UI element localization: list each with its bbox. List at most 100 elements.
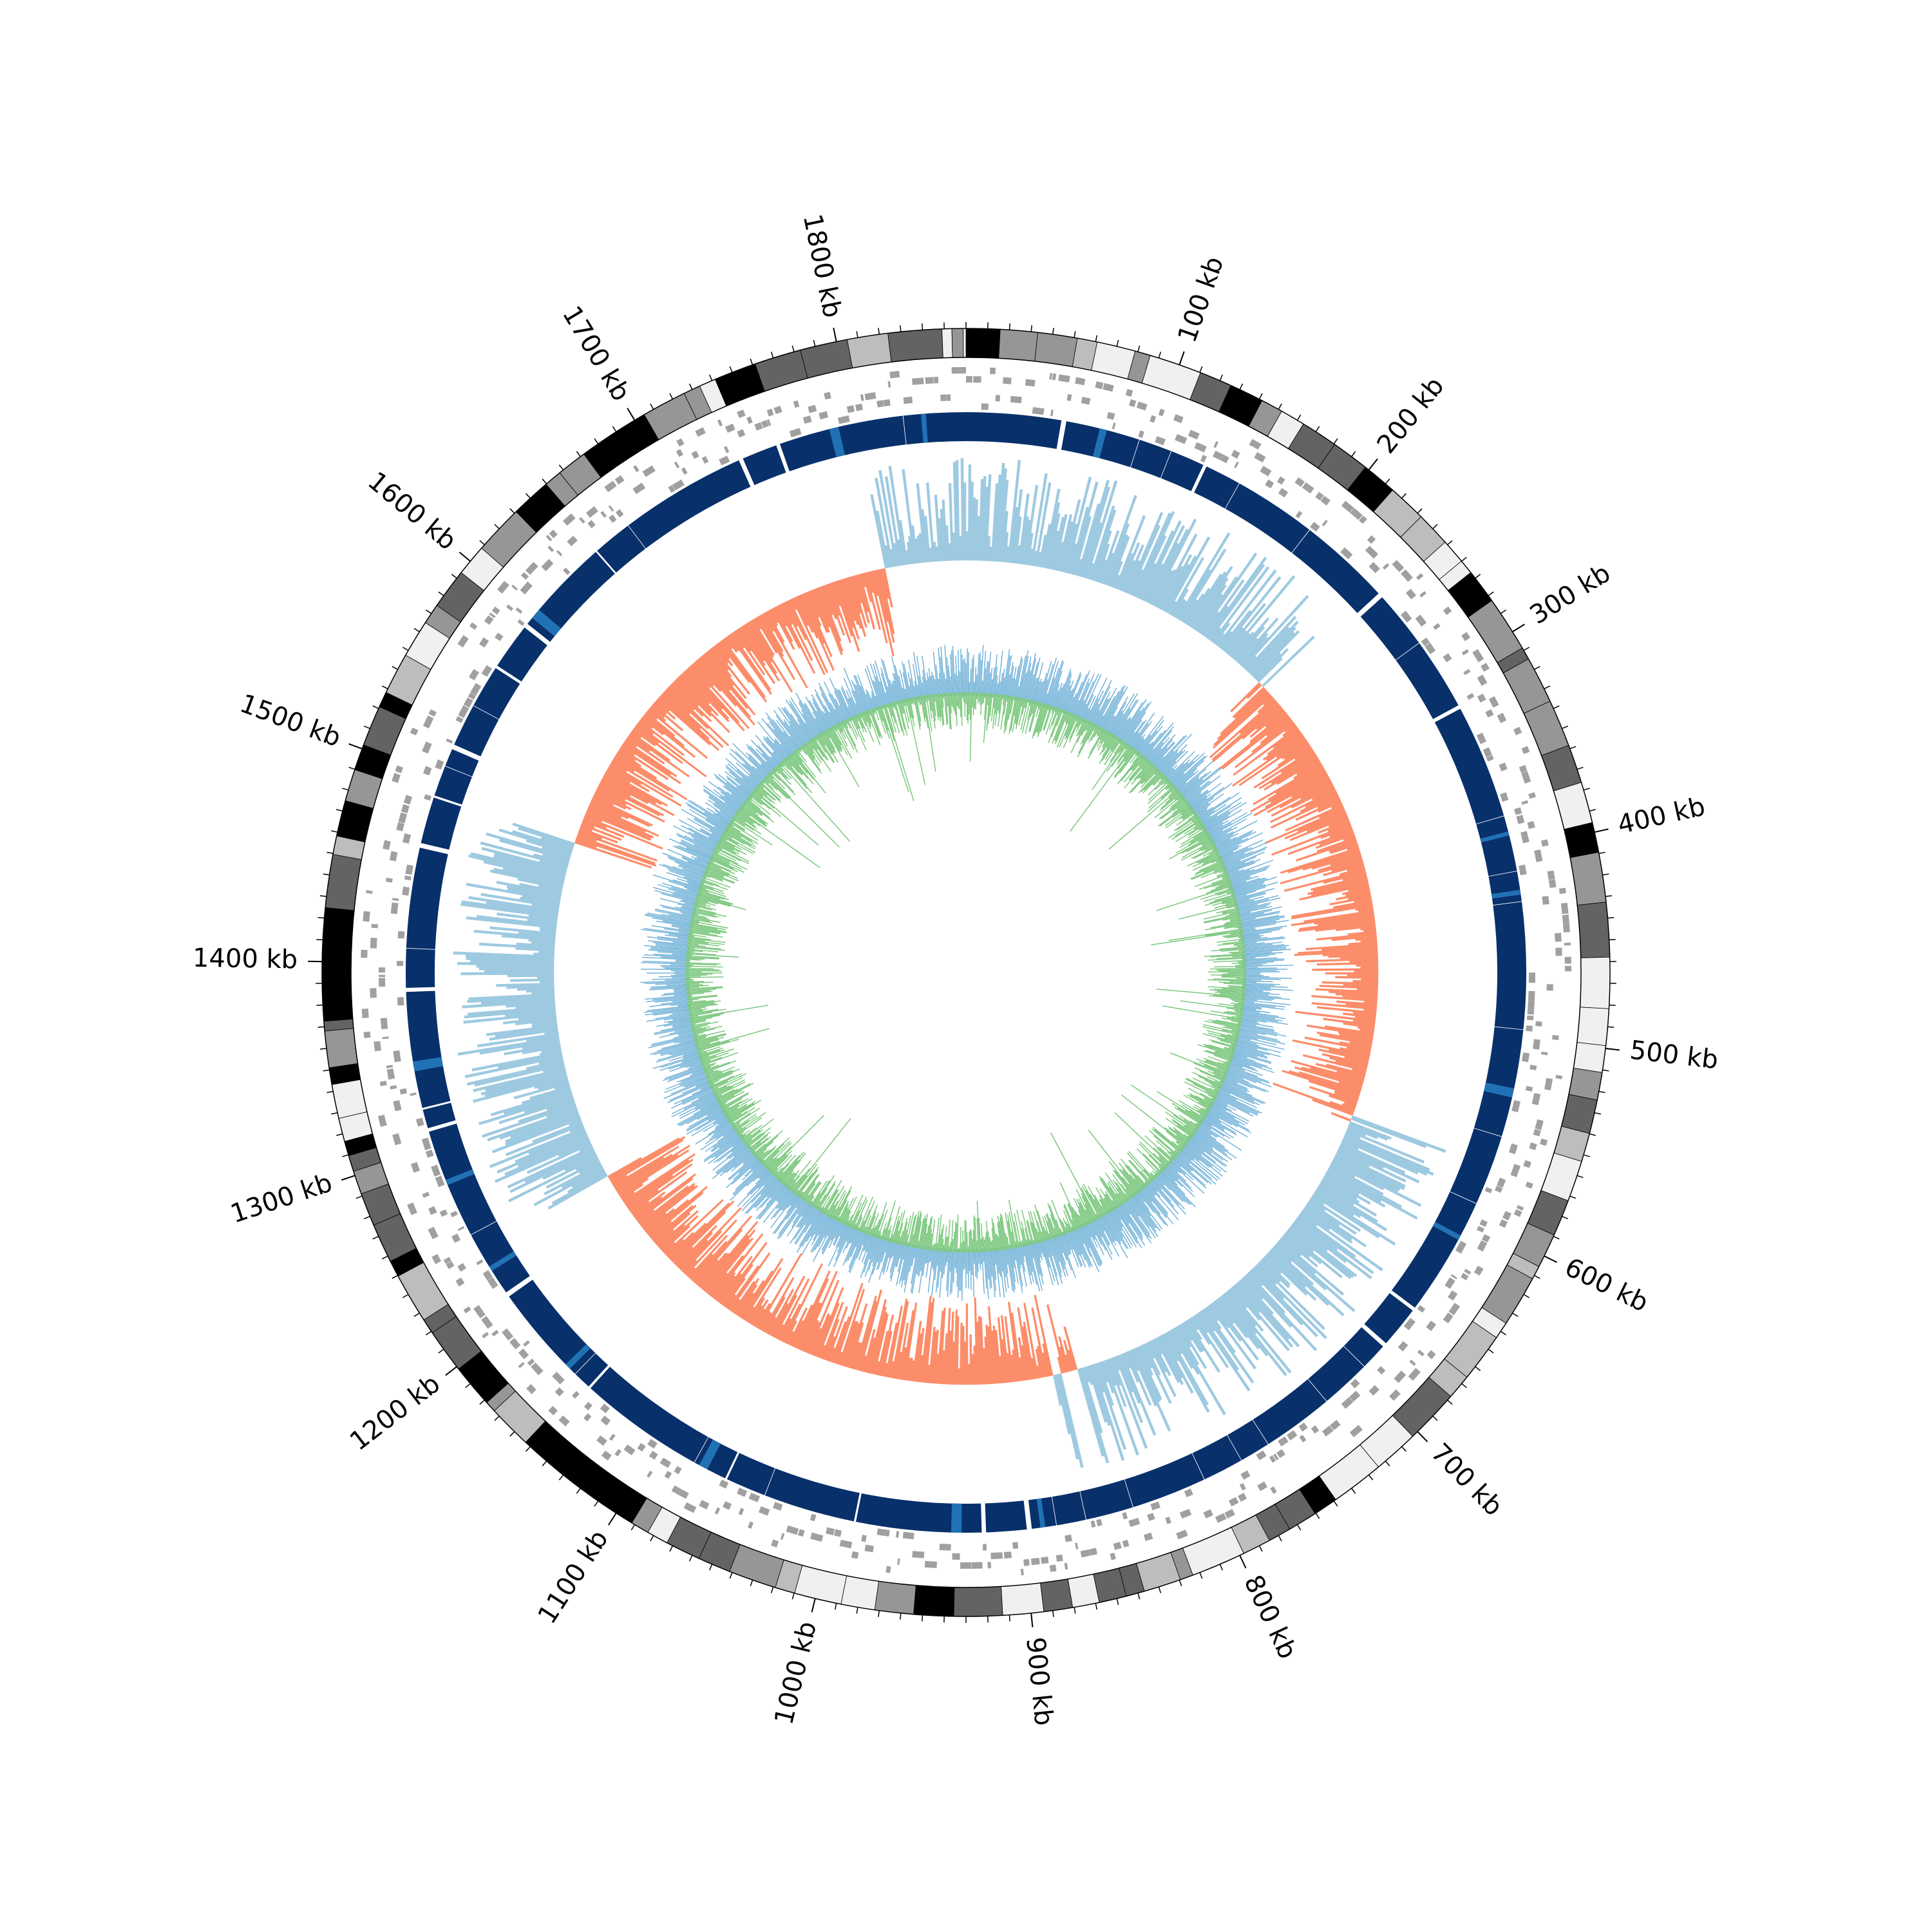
gc-content-spike <box>1202 848 1218 857</box>
gene-feature <box>754 422 763 431</box>
gc-content-spike <box>1242 961 1274 963</box>
minor-tick <box>479 1399 485 1405</box>
gc-content-spike <box>1226 869 1255 880</box>
gc-content-spike <box>1134 715 1164 753</box>
gene-feature <box>860 394 864 401</box>
gene-feature <box>1138 430 1144 438</box>
gene-feature <box>1299 1434 1307 1443</box>
gc-content-spike <box>1236 1034 1258 1040</box>
gc-content-spike <box>1011 1231 1016 1249</box>
gc-content-spike <box>1112 1170 1134 1198</box>
gc-skew-bin <box>642 1185 699 1230</box>
coverage-patch <box>699 1439 721 1470</box>
gene-feature <box>1249 439 1262 450</box>
gc-content-spike <box>1130 721 1153 750</box>
gc-content-spike <box>1063 1205 1075 1231</box>
gene-feature <box>1444 1277 1455 1289</box>
gc-skew-bin <box>1265 808 1345 844</box>
minor-tick <box>1577 766 1584 770</box>
gc-content-spike <box>1180 779 1204 799</box>
gc-content-spike <box>1233 1042 1258 1050</box>
gc-content-spike <box>1228 1046 1236 1050</box>
gc-skew-bin <box>1282 1070 1360 1096</box>
gc-content-spike <box>1158 775 1166 784</box>
gc-content-spike <box>989 668 992 697</box>
minor-tick <box>1137 1593 1141 1600</box>
gc-content-spike <box>1125 1188 1133 1198</box>
gc-content-spike <box>1061 1232 1070 1255</box>
gc-content-spike <box>1179 1100 1207 1117</box>
gc-skew-bin <box>920 1296 932 1383</box>
gc-content-spike <box>1153 774 1165 786</box>
gene-feature <box>1544 1077 1553 1091</box>
gc-content-spike <box>1156 989 1245 998</box>
gc-content-spike <box>1140 764 1154 779</box>
gc-skew-bin <box>873 570 895 657</box>
gc-skew-bin <box>897 1322 909 1379</box>
gc-content-spike <box>1146 1181 1161 1197</box>
gc-content-spike <box>1238 915 1285 925</box>
gc-content-spike <box>1001 677 1005 698</box>
gc-content-spike <box>1136 1148 1162 1174</box>
gc-skew-bin <box>746 1267 782 1323</box>
gc-skew-bin <box>799 594 835 671</box>
gc-content-spike <box>1242 954 1276 957</box>
gc-content-spike <box>1148 748 1162 764</box>
gc-content-spike <box>1242 942 1283 947</box>
gc-content-spike <box>1174 1150 1180 1155</box>
gc-content-spike <box>1204 953 1246 957</box>
gene-feature <box>1443 653 1452 663</box>
gene-feature <box>1049 373 1053 380</box>
gene-feature <box>385 877 393 883</box>
gc-content-spike <box>1222 1029 1240 1034</box>
gene-feature <box>819 411 829 420</box>
gc-content-spike <box>1114 748 1136 777</box>
gc-content-spike <box>1002 695 1005 705</box>
gc-content-spike <box>1108 1209 1132 1249</box>
gc-content-spike <box>1100 1214 1116 1242</box>
gene-feature <box>1527 1010 1535 1015</box>
gene-feature <box>1315 491 1324 501</box>
gc-content-spike <box>1171 801 1189 815</box>
gc-content-spike <box>1151 1177 1187 1215</box>
minor-tick <box>900 325 902 332</box>
gc-content-spike <box>1024 699 1028 708</box>
gc-content-spike <box>1099 1199 1108 1215</box>
gc-content-spike <box>1010 1245 1015 1268</box>
gc-skew-bin <box>811 589 831 633</box>
gene-feature <box>1443 1312 1454 1323</box>
gene-feature <box>771 1539 779 1548</box>
gc-content-spike <box>1181 840 1214 858</box>
gc-content-spike <box>1229 998 1245 1001</box>
gc-content-spike <box>1213 1095 1254 1117</box>
coverage-block <box>428 1123 497 1235</box>
gc-content-spike <box>1141 760 1150 770</box>
gene-feature <box>1479 1219 1488 1227</box>
gc-content-spike <box>1113 749 1137 779</box>
gc-skew-bin <box>708 649 732 677</box>
minor-tick <box>1199 1572 1203 1579</box>
gc-content-spike <box>1228 876 1251 884</box>
gc-content-spike <box>1174 1129 1190 1142</box>
gc-skew-bin <box>1242 705 1282 740</box>
gc-content-spike <box>1242 994 1282 998</box>
gene-feature <box>1129 399 1137 408</box>
gc-skew-bin <box>1336 891 1371 901</box>
gc-content-spike <box>1156 885 1233 911</box>
gc-content-spike <box>1117 744 1130 762</box>
coverage-block <box>1493 902 1527 1030</box>
gc-content-spike <box>1233 893 1267 903</box>
gc-content-spike <box>1229 951 1245 953</box>
gc-content-spike <box>1209 1039 1236 1048</box>
gc-skew-bin <box>663 691 724 748</box>
gc-content-spike <box>1141 768 1159 788</box>
gc-content-spike <box>1236 905 1267 914</box>
gc-skew-bin <box>1325 972 1379 975</box>
gc-content-spike <box>1055 683 1065 711</box>
gc-content-spike <box>1235 1034 1277 1046</box>
gene-feature <box>1397 1341 1408 1352</box>
gc-skew-bin <box>460 972 554 976</box>
gene-feature <box>1464 1269 1472 1275</box>
gc-content-spike <box>1204 1020 1241 1029</box>
gc-content-spike <box>1166 1163 1192 1189</box>
